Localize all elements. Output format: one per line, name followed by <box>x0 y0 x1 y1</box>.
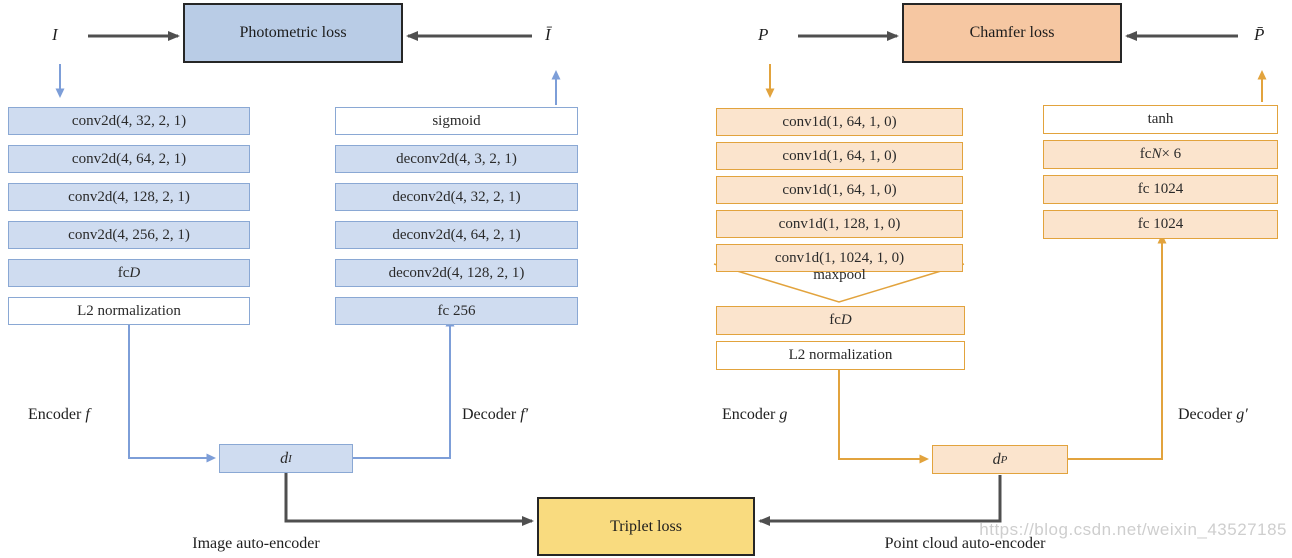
arrow-dP-to-fc1024 <box>1068 234 1167 460</box>
layer-box: deconv2d(4, 128, 2, 1) <box>335 259 578 287</box>
label-text: Decoder <box>1178 406 1237 423</box>
chamfer-loss-box: Chamfer loss <box>902 3 1122 63</box>
arrow-dI-to-fc256 <box>353 317 455 459</box>
triplet-loss-box: Triplet loss <box>537 497 755 556</box>
encoder-g-label: Encoder g <box>722 406 787 424</box>
arrow-dP-to-triplet <box>758 475 1002 526</box>
fc-dim-symbol: D <box>840 312 852 328</box>
layer-box: deconv2d(4, 3, 2, 1) <box>335 145 578 173</box>
fc-prefix: fc <box>829 312 841 328</box>
maxpool-funnel <box>713 263 965 303</box>
layer-box: conv2d(4, 32, 2, 1) <box>8 107 250 135</box>
layer-box: tanh <box>1043 105 1278 134</box>
layer-box: conv2d(4, 128, 2, 1) <box>8 183 250 211</box>
layer-box: sigmoid <box>335 107 578 135</box>
layer-box-l2: L2 normalization <box>716 341 965 370</box>
dark-arrow-lines <box>88 31 1238 526</box>
decoder-f-label: Decoder f′ <box>462 406 528 424</box>
arrow-dI-to-triplet <box>284 473 534 526</box>
layer-box: fc 1024 <box>1043 175 1278 204</box>
maxpool-label: maxpool <box>813 267 866 283</box>
layer-box: conv1d(1, 64, 1, 0) <box>716 142 963 170</box>
embedding-sub: P <box>1000 453 1008 466</box>
label-text: Encoder <box>722 406 780 423</box>
label-symbol: g′ <box>1236 406 1248 423</box>
arrow-l2pc-to-dP <box>838 368 929 464</box>
pointcloud-encoder-column: conv1d(1, 64, 1, 0) conv1d(1, 64, 1, 0) … <box>716 108 963 272</box>
embedding-base: d <box>992 450 1001 468</box>
image-input-symbol: I <box>52 25 58 44</box>
layer-box-fc: fc D <box>716 306 965 335</box>
image-recon-symbol: Ī <box>545 25 551 44</box>
decoder-g-label: Decoder g′ <box>1178 406 1248 424</box>
image-encoder-column: conv2d(4, 32, 2, 1) conv2d(4, 64, 2, 1) … <box>8 107 250 325</box>
layer-box: conv2d(4, 256, 2, 1) <box>8 221 250 249</box>
layer-box: conv2d(4, 64, 2, 1) <box>8 145 250 173</box>
layer-box: deconv2d(4, 64, 2, 1) <box>335 221 578 249</box>
layer-box: fc 1024 <box>1043 210 1278 239</box>
label-text: Encoder <box>28 406 86 423</box>
layer-box-fc: fc D <box>8 259 250 287</box>
layer-box: conv1d(1, 128, 1, 0) <box>716 210 963 238</box>
pointcloud-autoencoder-caption: Point cloud auto-encoder <box>884 535 1046 552</box>
layer-box-l2: L2 normalization <box>8 297 250 325</box>
image-decoder-column: sigmoid deconv2d(4, 3, 2, 1) deconv2d(4,… <box>335 107 578 325</box>
pointcloud-input-symbol: P <box>758 25 769 44</box>
arrow-l2-to-dI <box>128 314 216 463</box>
label-symbol: f′ <box>520 406 529 423</box>
pointcloud-recon-symbol: P̄ <box>1254 25 1265 44</box>
layer-box: fc 256 <box>335 297 578 325</box>
csdn-watermark: https://blog.csdn.net/weixin_43527185 <box>979 520 1287 539</box>
fc-prefix: fc <box>117 264 130 281</box>
layer-box: conv1d(1, 64, 1, 0) <box>716 108 963 136</box>
fc-n-symbol: N <box>1151 146 1162 162</box>
image-autoencoder-caption: Image auto-encoder <box>192 535 320 552</box>
blue-arrow-lines <box>55 64 561 463</box>
fc-n-suffix: × 6 <box>1161 146 1182 162</box>
gold-arrow-lines <box>713 64 1267 464</box>
embedding-sub: I <box>288 452 292 465</box>
layer-box-fc-n: fc N × 6 <box>1043 140 1278 169</box>
embedding-base: d <box>280 449 289 467</box>
encoder-f-label: Encoder f <box>28 406 90 424</box>
pointcloud-decoder-column: tanh fc N × 6 fc 1024 fc 1024 <box>1043 105 1278 239</box>
label-symbol: f <box>85 406 90 423</box>
photometric-loss-box: Photometric loss <box>183 3 403 63</box>
fc-prefix: fc <box>1139 146 1152 162</box>
fc-dim-symbol: D <box>129 264 141 281</box>
layer-box: conv1d(1, 64, 1, 0) <box>716 176 963 204</box>
layer-box: deconv2d(4, 32, 2, 1) <box>335 183 578 211</box>
layer-box: conv1d(1, 1024, 1, 0) <box>716 244 963 272</box>
label-text: Decoder <box>462 406 521 423</box>
label-symbol: g <box>779 406 788 423</box>
